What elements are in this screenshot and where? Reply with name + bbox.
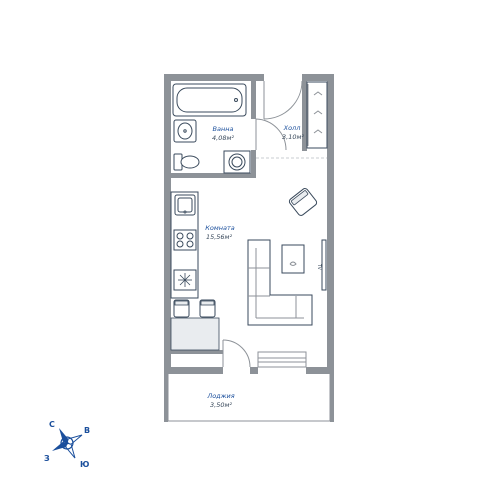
- stove: [173, 229, 197, 251]
- chair-right: [199, 299, 216, 318]
- compass-north: С: [49, 420, 55, 429]
- compass-rose: С В Ю З: [44, 420, 90, 469]
- tv-stand: TV: [316, 239, 327, 291]
- fridge: [173, 269, 197, 291]
- compass-west: З: [44, 454, 50, 463]
- balcony-door: [222, 339, 251, 368]
- label-loggia: Лоджия 3,50м²: [206, 392, 234, 409]
- kitchen-sink: [174, 194, 196, 216]
- room-area-loggia: 3,50м²: [210, 401, 232, 409]
- room-area-hall: 3,10м²: [282, 133, 304, 141]
- compass-east: В: [84, 426, 90, 435]
- bathroom-door: [255, 118, 287, 151]
- room-name-loggia: Лоджия: [206, 392, 234, 400]
- compass-star-icon: [51, 427, 83, 459]
- room-name-hall: Холл: [283, 124, 301, 132]
- room-area-bath: 4,08м²: [212, 134, 234, 142]
- label-bath: Ванна 4,08м²: [212, 125, 234, 142]
- chair-left: [173, 299, 190, 318]
- toilet: [173, 153, 200, 171]
- armchair: [288, 188, 318, 216]
- washing-machine: [223, 150, 251, 174]
- label-room: Комната 15,56м²: [205, 224, 235, 241]
- loggia-outline: [167, 374, 331, 422]
- wardrobe: [306, 81, 328, 149]
- dining-table: [170, 317, 220, 351]
- room-name-room: Комната: [205, 224, 235, 232]
- compass-south: Ю: [80, 460, 89, 469]
- room-name-bath: Ванна: [213, 125, 234, 133]
- bathtub: [172, 83, 247, 117]
- tv-label: TV: [316, 263, 322, 271]
- room-area-room: 15,56м²: [206, 233, 233, 241]
- entrance-door: [263, 80, 303, 120]
- bathroom-sink: [173, 119, 197, 143]
- walls: [164, 74, 334, 422]
- label-hall: Холл 3,10м²: [282, 124, 304, 141]
- coffee-table: [281, 244, 305, 274]
- window-room: [257, 351, 307, 368]
- sofa: [247, 239, 313, 326]
